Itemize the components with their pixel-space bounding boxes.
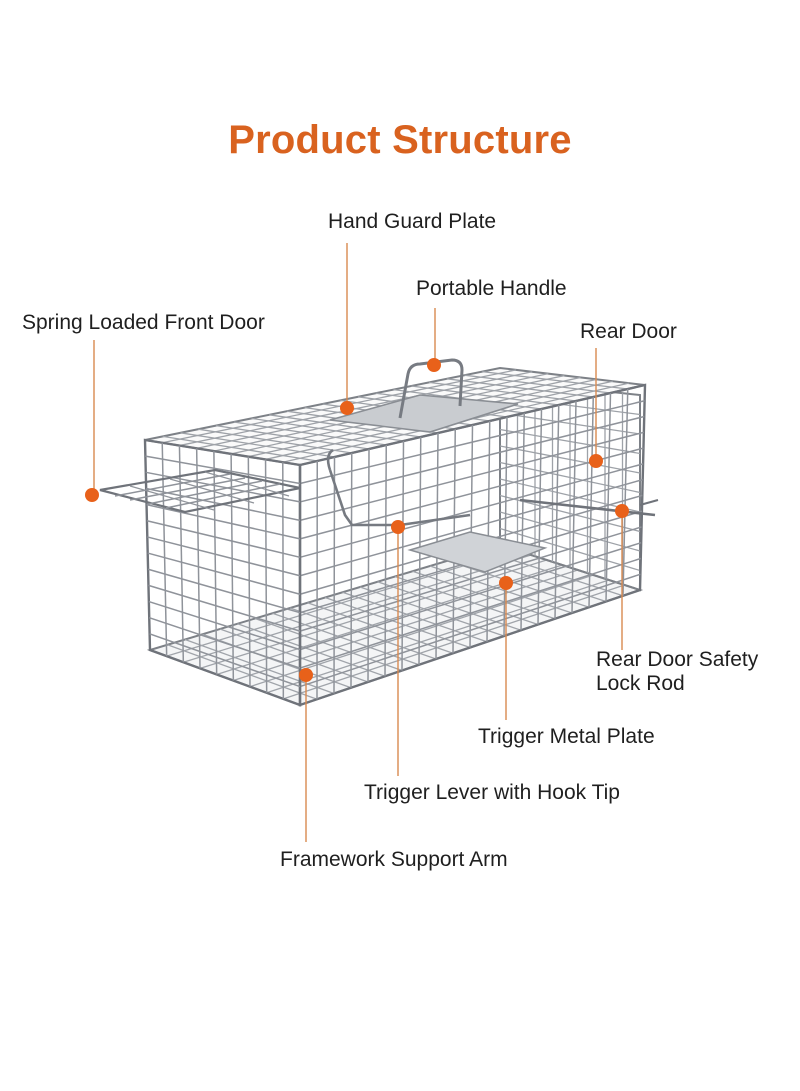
mesh-wire [147, 536, 301, 577]
mesh-wire [299, 431, 645, 522]
dot-support-arm [299, 668, 313, 682]
mesh-wire [162, 435, 318, 462]
mesh-wire [384, 444, 387, 677]
mesh-wire [148, 600, 301, 651]
mesh-wire [148, 616, 301, 669]
mesh-wire [198, 428, 352, 454]
cage-front-panel [143, 438, 302, 707]
mesh-wire [482, 370, 628, 390]
mesh-wire [146, 503, 301, 540]
mesh-wire [464, 374, 611, 394]
mesh-wire [215, 424, 370, 450]
mesh-wire [251, 417, 404, 442]
mesh-wire [499, 412, 641, 435]
mesh-wire [282, 462, 285, 699]
mesh-wire [428, 381, 577, 402]
mesh-wire [247, 456, 251, 687]
label-trigger-metal-plate: Trigger Metal Plate [478, 725, 655, 748]
mesh-wire [269, 414, 421, 438]
mesh-wire [299, 541, 642, 651]
mesh-wire [213, 451, 218, 675]
mesh-wire [299, 573, 641, 688]
mesh-wire [230, 453, 235, 681]
mesh-wire [622, 388, 629, 596]
mesh-wire [486, 420, 491, 642]
mesh-wire [520, 412, 525, 631]
mesh-wire [147, 552, 301, 595]
mesh-wire [299, 463, 644, 559]
dot-rear-door [589, 454, 603, 468]
mesh-wire [446, 378, 594, 398]
label-trigger-lever-with-hook-tip: Trigger Lever with Hook Tip [364, 781, 620, 804]
mesh-wire [299, 526, 642, 632]
mesh-wire [183, 554, 532, 663]
mesh-wire [199, 559, 547, 669]
mesh-wire [401, 440, 405, 671]
mesh-wire [299, 478, 643, 577]
mesh-wire [283, 584, 625, 700]
mesh-wire [605, 392, 612, 602]
mesh-wire [299, 415, 645, 503]
mesh-wire [179, 371, 533, 447]
marker-dots [85, 358, 629, 682]
front-door [99, 468, 301, 514]
mesh-wire [166, 549, 516, 657]
mesh-wire [237, 623, 386, 677]
mesh-wire [289, 607, 437, 660]
dot-trigger-lever [391, 520, 405, 534]
leader-lines [93, 243, 623, 842]
label-portable-handle: Portable Handle [416, 277, 567, 300]
mesh-wire [184, 638, 335, 695]
trigger-plate [407, 531, 548, 573]
mesh-wire [180, 432, 335, 458]
mesh-wire [266, 579, 610, 694]
mesh-wire [411, 385, 559, 406]
mesh-wire [167, 644, 318, 700]
mesh-wire [145, 455, 301, 485]
mesh-wire [264, 459, 268, 693]
mesh-wire [148, 584, 301, 632]
mesh-wire [333, 456, 336, 694]
label-rear-door-safety-lock-rod-line2: Lock Rod [596, 672, 685, 695]
dot-portable-handle [427, 358, 441, 372]
mesh-wire [554, 404, 560, 619]
mesh-wire [254, 617, 403, 672]
mesh-wire [249, 574, 594, 688]
mesh-wire [178, 445, 185, 663]
mesh-wire [299, 400, 645, 485]
mesh-wire [161, 442, 168, 657]
label-hand-guard-plate: Hand Guard Plate [328, 210, 497, 233]
mesh-wire [537, 408, 543, 625]
mesh-wire [233, 569, 578, 682]
dot-front-door [85, 488, 99, 502]
label-spring-loaded-front-door: Spring Loaded Front Door [22, 311, 265, 334]
hand-guard-plate [329, 394, 519, 433]
mesh-wire [299, 557, 641, 669]
mesh-wire [233, 421, 387, 446]
dot-lock-rod [615, 504, 629, 518]
mesh-wire [588, 396, 594, 608]
mesh-wire [195, 448, 201, 669]
mesh-wire [162, 369, 517, 444]
mesh-wire [272, 612, 420, 666]
mesh-wire [503, 416, 508, 637]
label-rear-door: Rear Door [580, 320, 677, 343]
dot-hand-guard [340, 401, 354, 415]
mesh-wire [367, 448, 370, 683]
mesh-wire [219, 628, 369, 683]
dot-trigger-plate [499, 576, 513, 590]
page-title: Product Structure [228, 118, 572, 162]
mesh-wire [350, 452, 353, 688]
trigger-lever [326, 448, 471, 527]
label-rear-door-safety-lock-rod-line1: Rear Door Safety [596, 648, 759, 671]
mesh-wire [147, 568, 301, 614]
mesh-wire [146, 520, 301, 559]
label-framework-support-arm: Framework Support Arm [280, 848, 508, 871]
rear-lock-rod [519, 498, 659, 517]
mesh-wire [149, 633, 301, 688]
